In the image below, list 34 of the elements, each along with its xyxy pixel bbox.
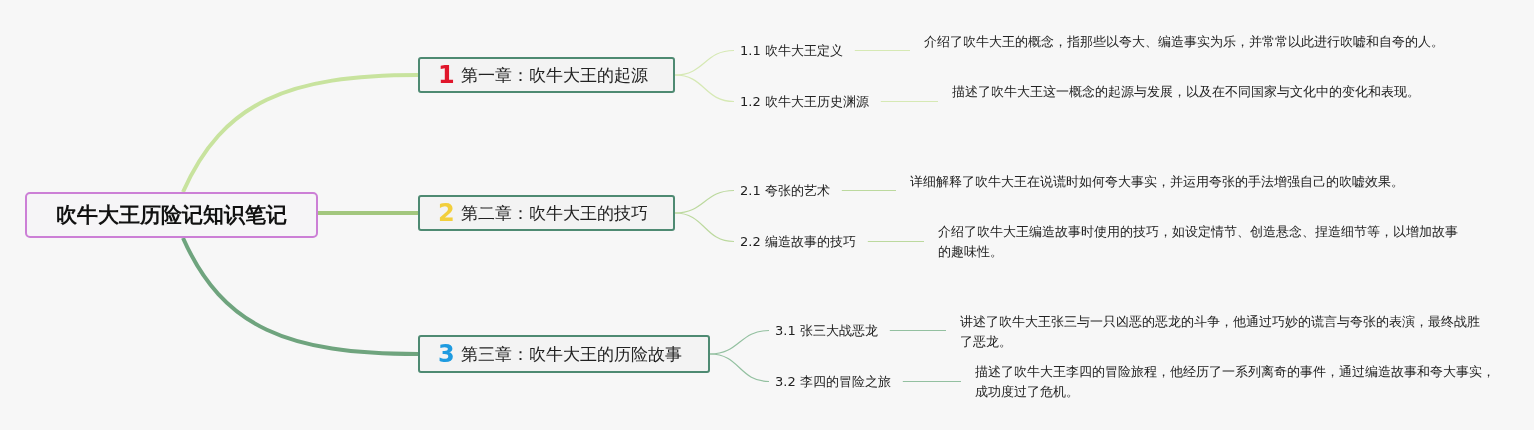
chapter-box [418,195,675,231]
branch-line [674,212,735,243]
branch-line [867,240,925,243]
description-text: 讲述了吹牛大王张三与一只凶恶的恶龙的斗争，他通过巧妙的谎言与夸张的表演，最终战胜了恶龙。 [960,312,1480,352]
description-text: 介绍了吹牛大王的概念，指那些以夸大、编造事实为乐，并常常以此进行吹嘘和自夸的人。 [924,32,1444,52]
branch-line [841,189,897,192]
chapter-box [418,335,710,373]
chapter-number: 2 [438,199,455,227]
branch-line [854,49,911,52]
subtopic-text: 1.2 吹牛大王历史渊源 [740,93,869,111]
subtopic-text: 2.1 夸张的艺术 [740,182,830,200]
chapter-title: 第一章：吹牛大王的起源 [460,63,648,87]
branch-line [880,100,939,103]
central-topic-box: 吹牛大王历险记知识笔记 [25,192,318,238]
chapter-number: 1 [438,61,455,89]
subtopic-text: 2.2 编造故事的技巧 [740,233,856,251]
branch-line [674,74,735,103]
branch-line [709,353,770,383]
branch-line [181,73,419,193]
branch-line [318,211,418,215]
branch-line [181,237,419,356]
description-text: 描述了吹牛大王这一概念的起源与发展，以及在不同国家与文化中的变化和表现。 [952,82,1472,102]
description-text: 详细解释了吹牛大王在说谎时如何夸大事实，并运用夸张的手法增强自己的吹嘘效果。 [910,172,1430,192]
chapter-number: 3 [438,340,455,368]
description-text: 介绍了吹牛大王编造故事时使用的技巧，如设定情节、创造悬念、捏造细节等，以增加故事的趣味性。 [938,222,1458,262]
subtopic-text: 1.1 吹牛大王定义 [740,42,843,60]
branch-line [902,380,962,383]
chapter-title: 第三章：吹牛大王的历险故事 [460,342,682,366]
branch-line [889,329,947,332]
subtopic-text: 3.1 张三大战恶龙 [775,322,878,340]
subtopic-text: 3.2 李四的冒险之旅 [775,373,891,391]
chapter-box [418,57,675,93]
description-text: 描述了吹牛大王李四的冒险旅程，他经历了一系列离奇的事件，通过编造故事和夸大事实，成功度过了危机。 [975,362,1495,402]
chapter-title: 第二章：吹牛大王的技巧 [460,201,648,225]
